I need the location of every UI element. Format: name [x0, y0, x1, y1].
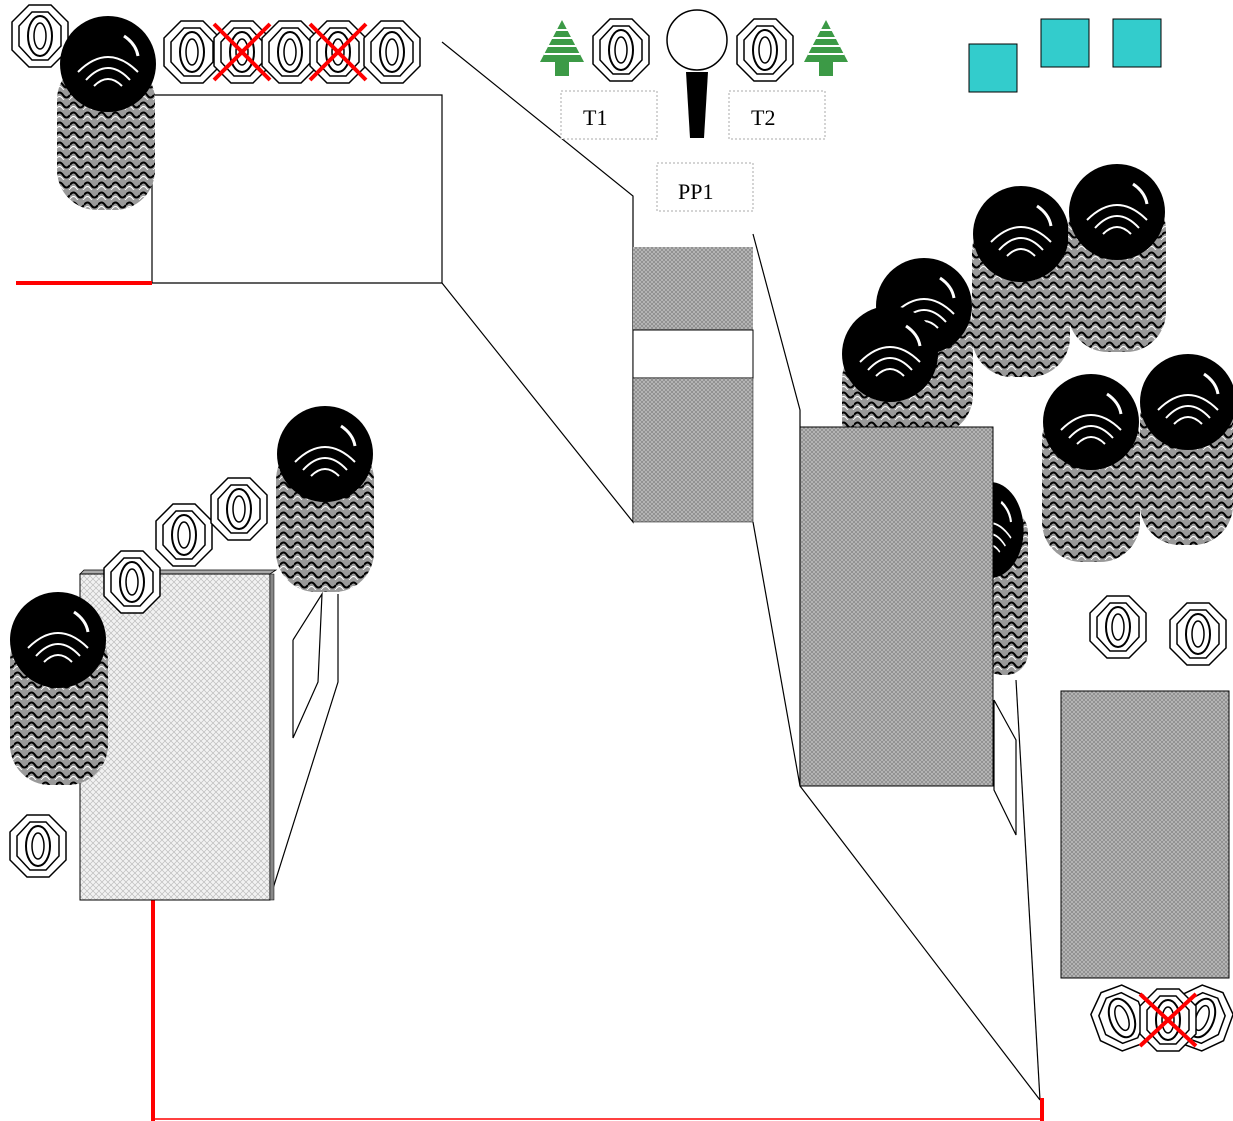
trailer-icon	[1060, 690, 1230, 979]
target-icon	[1169, 602, 1227, 666]
trailer-icon	[799, 426, 994, 787]
tire-stack-icon	[1041, 372, 1141, 562]
target-icon	[736, 18, 794, 82]
tree-icon	[803, 19, 849, 77]
signpost-icon	[666, 9, 728, 138]
trailer-icon	[79, 569, 278, 901]
target-icon	[1089, 595, 1147, 659]
tire-stack-icon	[1138, 352, 1233, 545]
tire-stack-icon	[1067, 162, 1167, 352]
svg-text:T1: T1	[583, 105, 607, 130]
cube-icon	[1112, 18, 1162, 68]
tree-icon	[539, 19, 585, 77]
cube-icon	[968, 43, 1018, 93]
tire-stack-icon	[275, 404, 375, 592]
gate-pp1	[632, 247, 754, 523]
boundary-lines	[16, 281, 1044, 1121]
target-icon	[9, 814, 67, 878]
label-t2: T2	[728, 90, 826, 140]
svg-text:T2: T2	[751, 105, 775, 130]
target-icon	[363, 20, 421, 84]
tire-stack-icon	[971, 184, 1071, 377]
target-icon	[592, 18, 650, 82]
target-icon	[210, 477, 268, 541]
target-icon	[11, 4, 69, 68]
target-icon	[163, 20, 221, 84]
tire-stack-icon	[57, 14, 158, 210]
crossed-target-icon	[1138, 988, 1198, 1052]
label-t1: T1	[560, 90, 658, 140]
target-icon	[155, 503, 213, 567]
crossed-target-icon	[212, 20, 272, 84]
cube-icon	[1040, 18, 1090, 68]
target-icon	[103, 550, 161, 614]
svg-text:PP1: PP1	[678, 179, 713, 204]
tire-stack-icon	[8, 590, 108, 785]
crossed-target-icon	[308, 20, 368, 84]
label-pp1: PP1	[656, 162, 754, 212]
